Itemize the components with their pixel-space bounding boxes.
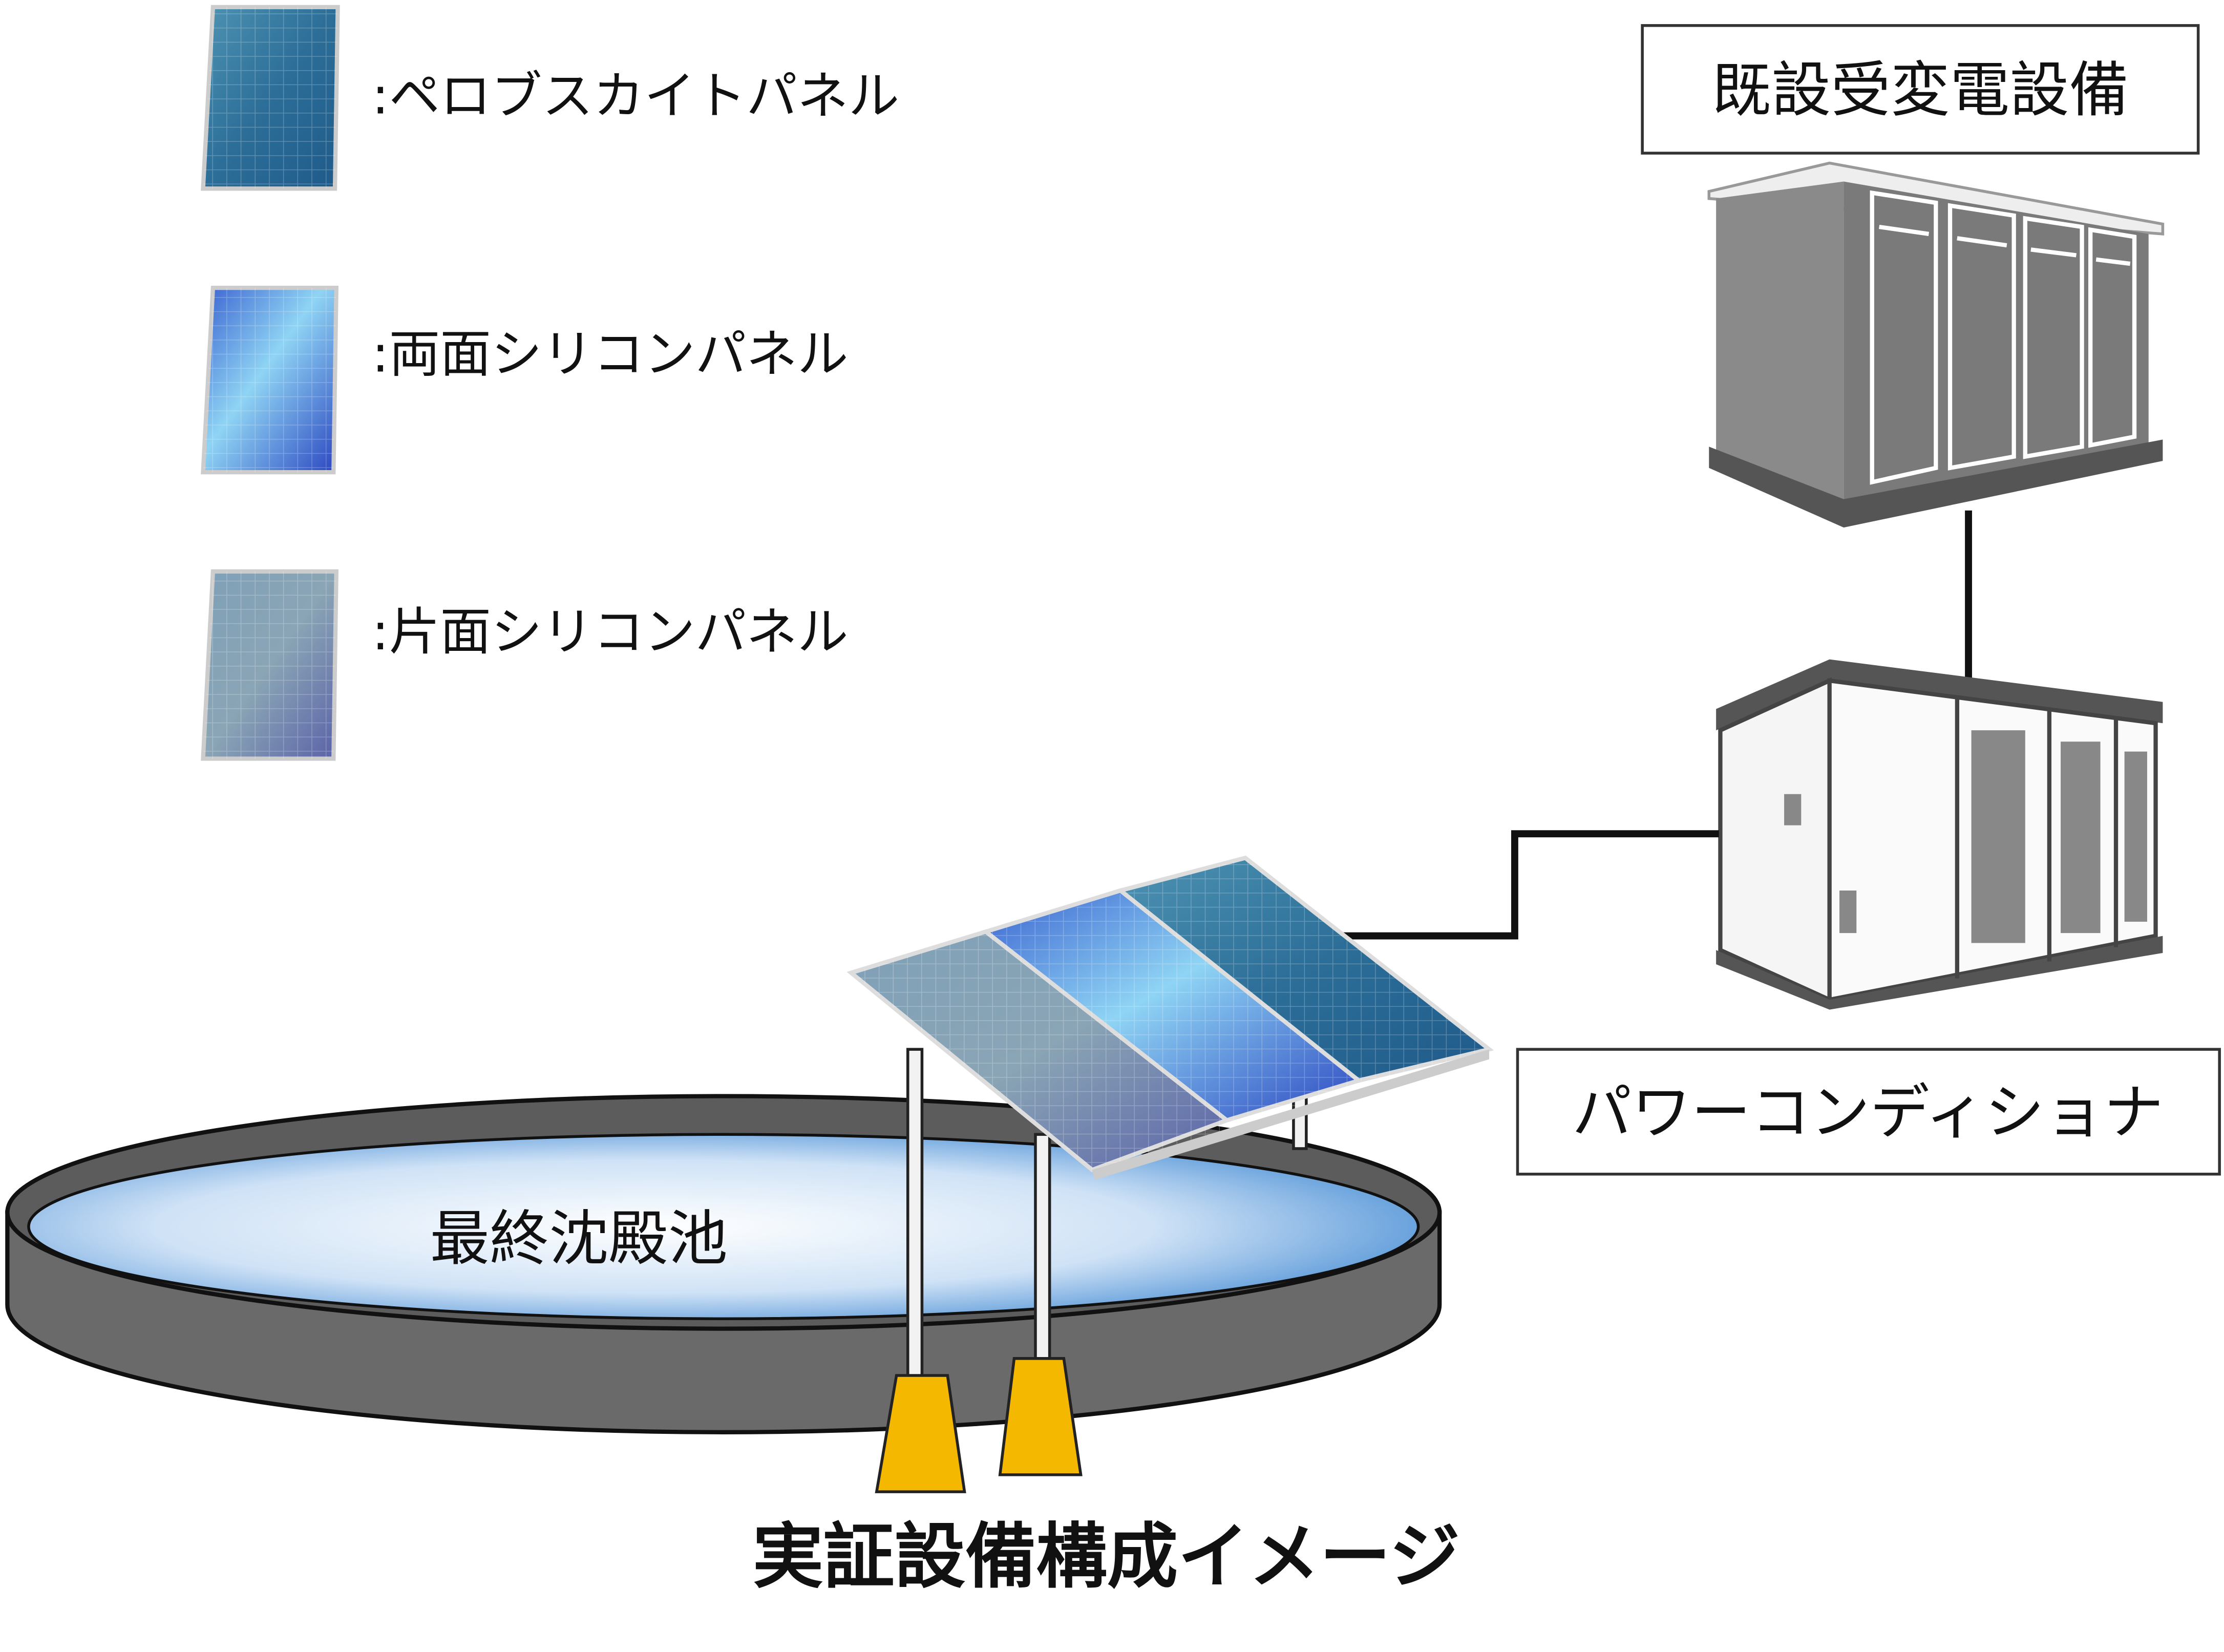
settling-pond-icon: 最終沈殿池 [5,1094,1442,1434]
perovskite-panel-icon [201,5,340,191]
legend-monofacial: :片面シリコンパネル [201,569,849,761]
legend-label: :片面シリコンパネル [372,602,849,662]
footing-icon [875,1357,1083,1493]
pond-label: 最終沈殿池 [430,1204,728,1274]
legend-bifacial: :両面シリコンパネル [201,285,849,475]
power-conditioner-icon [1716,659,2163,1010]
panel-support-posts [906,1048,1308,1384]
substation-label-box: 既設受変電設備 [1641,24,2200,155]
solar-panel-array-icon [846,855,1494,1180]
pcs-label: パワーコンディショナ [1572,1078,2164,1148]
legend-label: :両面シリコンパネル [372,324,849,384]
legend-perovskite: :ペロブスカイトパネル [201,5,899,191]
substation-building-icon [1707,161,2165,528]
legend-label: :ペロブスカイトパネル [372,66,899,126]
monofacial-panel-icon [201,569,339,761]
bifacial-panel-icon [201,285,339,475]
substation-label: 既設受変電設備 [1712,56,2129,125]
pcs-label-box: パワーコンディショナ [1516,1048,2221,1176]
diagram-caption: 実証設備構成イメージ [753,1515,1460,1598]
panel-to-pcs-wire [1340,830,1719,940]
